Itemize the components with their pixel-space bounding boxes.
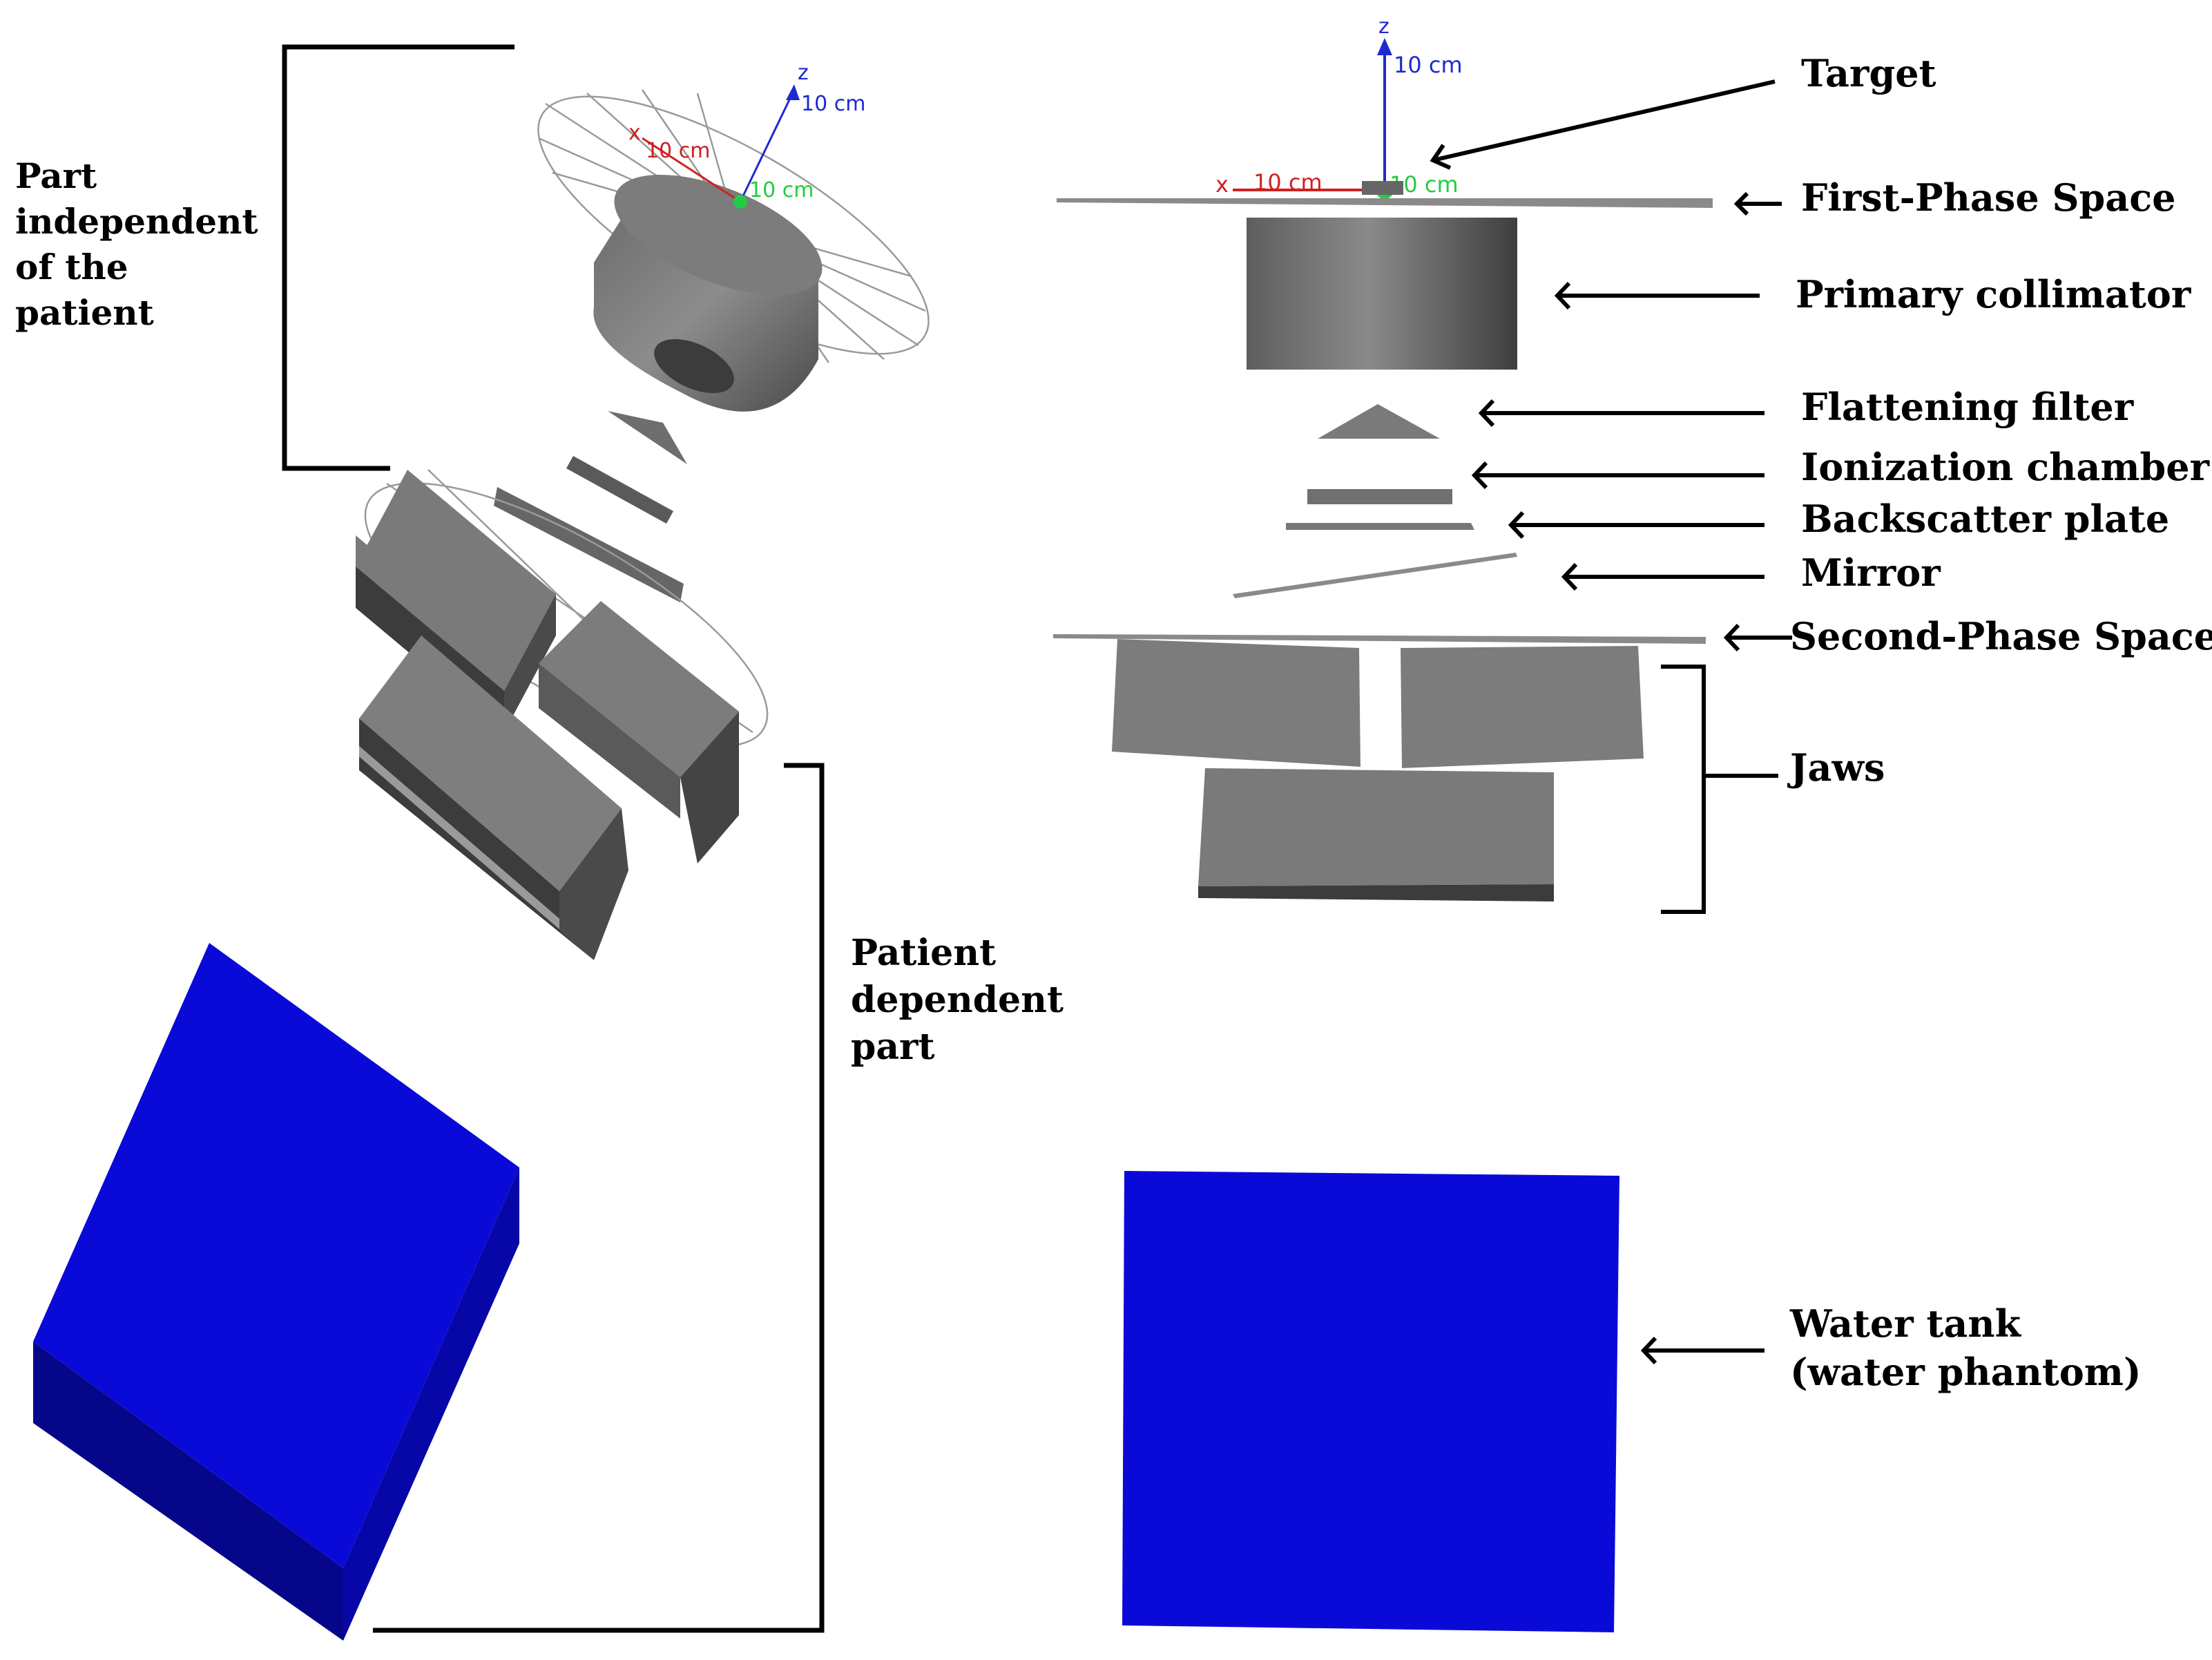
label-second-phase-space: Second-Phase Space — [1790, 614, 2212, 658]
label-target: Target — [1801, 51, 1936, 95]
right-water-tank — [1122, 1171, 1619, 1632]
left-axis-y-value: 10 cm — [749, 178, 814, 202]
left-primary-collimator — [593, 175, 823, 412]
right-second-phase-space-plane — [1053, 634, 1706, 644]
right-mirror — [1233, 553, 1517, 598]
left-backscatter-plate — [494, 487, 684, 602]
label-water-tank-1: Water tank — [1789, 1301, 2022, 1346]
label-flattening-filter: Flattening filter — [1801, 385, 2134, 429]
left-ionization-chamber — [566, 456, 673, 524]
label-ionization-chamber: Ionization chamber — [1801, 445, 2210, 489]
right-axis-triad: z 10 cm x 10 cm 10 cm — [1215, 15, 1463, 199]
label-patient-dependent-2: dependent — [851, 979, 1064, 1021]
left-flattening-filter — [608, 411, 687, 464]
label-part-independent-4: patient — [15, 292, 154, 333]
right-axis-z-value: 10 cm — [1394, 52, 1463, 78]
left-axis-triad: z 10 cm x 10 cm 10 cm — [628, 61, 865, 209]
label-part-independent-2: independent — [15, 201, 258, 242]
left-axis-z-value: 10 cm — [801, 92, 865, 116]
right-axis-z: z — [1378, 15, 1389, 39]
right-primary-collimator — [1247, 218, 1517, 370]
left-water-tank — [33, 943, 519, 1641]
label-patient-dependent-3: part — [851, 1026, 934, 1068]
left-axis-z: z — [798, 61, 809, 85]
right-axis-x-value: 10 cm — [1253, 169, 1323, 195]
right-front-view: z 10 cm x 10 cm 10 cm — [1053, 15, 2212, 1632]
label-arrows — [1430, 79, 1792, 1365]
right-ionization-chamber — [1307, 489, 1452, 504]
left-jaws — [356, 470, 739, 960]
label-mirror: Mirror — [1801, 551, 1941, 595]
label-first-phase-space: First-Phase Space — [1801, 175, 2175, 220]
label-jaws: Jaws — [1787, 745, 1885, 790]
left-axis-x-value: 10 cm — [646, 139, 710, 163]
right-flattening-filter — [1318, 404, 1440, 439]
label-primary-collimator: Primary collimator — [1796, 272, 2191, 316]
right-axis-x: x — [1215, 171, 1229, 198]
label-part-independent-1: Part — [15, 155, 97, 196]
left-axis-x: x — [628, 121, 641, 145]
left-oblique-view: Part independent of the patient Patient … — [15, 44, 1064, 1641]
right-backscatter-plate — [1286, 523, 1474, 530]
bracket-patient-dependent — [373, 763, 825, 1633]
label-water-tank-2: (water phantom) — [1790, 1350, 2142, 1394]
bracket-patient-independent — [282, 44, 514, 471]
right-jaws — [1112, 639, 1644, 901]
right-target — [1362, 181, 1403, 195]
label-backscatter-plate: Backscatter plate — [1801, 497, 2169, 541]
bracket-jaws — [1661, 665, 1706, 914]
label-patient-dependent-1: Patient — [851, 932, 996, 974]
right-first-phase-space-plane — [1057, 198, 1713, 208]
label-part-independent-3: of the — [15, 247, 128, 287]
